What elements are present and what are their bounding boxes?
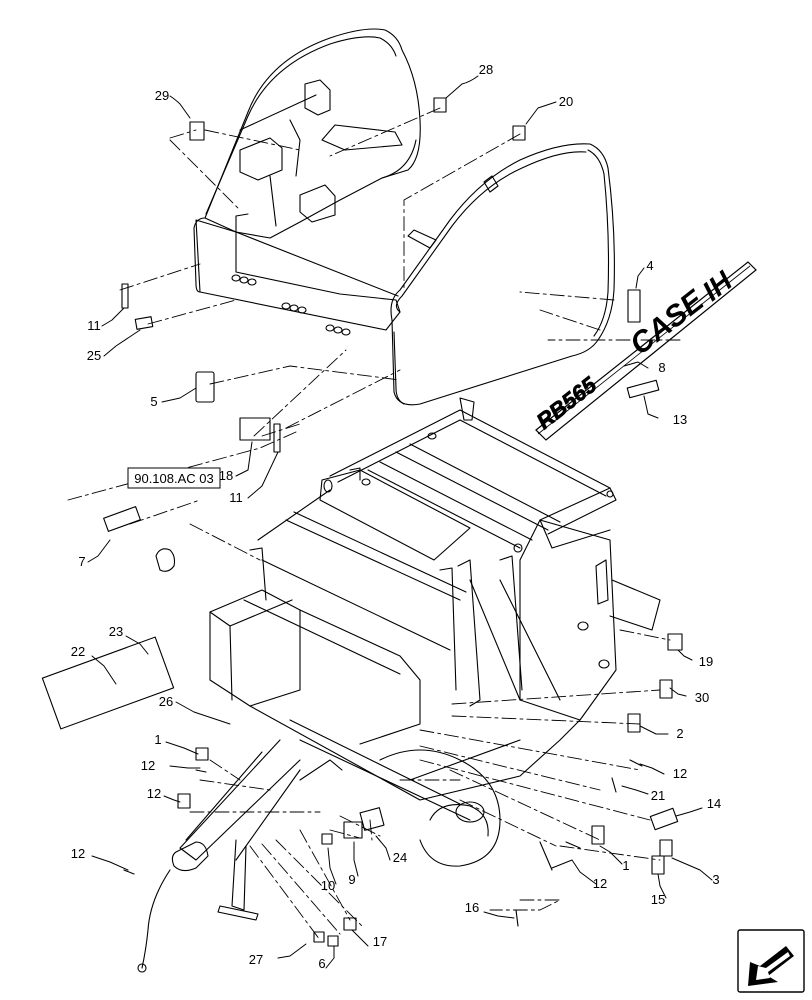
callout-12: 12 [147,786,161,801]
decal-29 [189,121,205,141]
callout-29: 29 [155,88,169,103]
decal-6 [327,935,339,947]
callout-6: 6 [318,956,325,971]
decals [41,97,683,947]
hitch-tongue [137,739,343,973]
callout-9: 9 [348,872,355,887]
callout-7: 7 [78,554,85,569]
decal-21 [177,793,191,809]
callout-8: 8 [658,360,665,375]
assembly-leader-lines [67,107,681,941]
decal-2 [627,713,641,733]
callout-10: 10 [321,878,335,893]
callout-14: 14 [707,796,721,811]
callout-22: 22 [71,644,85,659]
left-side-shield [204,28,421,239]
reference-box-text: 90.108.AC 03 [134,471,214,486]
decal-3 [659,839,673,857]
callout-4: 4 [646,258,653,273]
callout-2: 2 [676,726,683,741]
callout-23: 23 [109,624,123,639]
decal-10 [321,833,333,845]
callout-12: 12 [593,876,607,891]
decal-brand-text: CASE [624,284,711,362]
callout-leaders [87,75,713,969]
callout-13: 13 [673,412,687,427]
front-panel [193,217,401,336]
next-page-button[interactable] [737,929,805,993]
decal-19 [667,633,683,651]
callout-17: 17 [373,934,387,949]
callout-12: 12 [673,766,687,781]
reference-box: 90.108.AC 03 [127,467,221,489]
decal-brand-suffix: IH [697,265,739,307]
callout-20: 20 [559,94,573,109]
callout-15: 15 [651,892,665,907]
callout-19: 19 [699,654,713,669]
callout-12: 12 [141,758,155,773]
callout-27: 27 [249,952,263,967]
baler-frame [155,397,661,867]
decal-13 [626,379,660,399]
decal-28 [433,97,447,113]
callout-16: 16 [465,900,479,915]
callout-18: 18 [219,468,233,483]
decal-16 [515,909,519,927]
callout-21: 21 [651,788,665,803]
model-decal: CASE IH RB565 [531,261,757,441]
decal-30 [659,679,673,699]
decal-4 [627,289,641,323]
callout-5: 5 [150,394,157,409]
decal-12-marks [123,759,643,875]
callout-11: 11 [87,318,101,333]
decal-12-strips [539,841,581,871]
callout-12: 12 [71,846,85,861]
callout-28: 28 [479,62,493,77]
decal-11a [121,283,129,309]
decal-1a [195,747,209,761]
decal-1b [591,825,605,845]
decal-24 [359,807,385,831]
callout-11: 11 [229,490,243,505]
callout-24: 24 [393,850,407,865]
decal-18 [239,417,271,441]
callout-25: 25 [87,348,101,363]
next-page-arrow-icon [748,946,794,986]
right-side-shield [390,143,615,406]
decal-27 [313,931,325,943]
decal-20 [512,125,526,141]
decal-7 [103,506,141,532]
callout-30: 30 [695,690,709,705]
decal-25 [134,316,154,330]
callout-26: 26 [159,694,173,709]
callout-1: 1 [154,732,161,747]
decal-14 [649,807,679,831]
callout-3: 3 [712,872,719,887]
decal-22-23 [41,636,175,730]
decal-5 [195,371,215,403]
decal-17 [343,917,357,931]
decal-9 [343,821,363,839]
callout-1: 1 [622,858,629,873]
decal-11b [273,423,281,453]
